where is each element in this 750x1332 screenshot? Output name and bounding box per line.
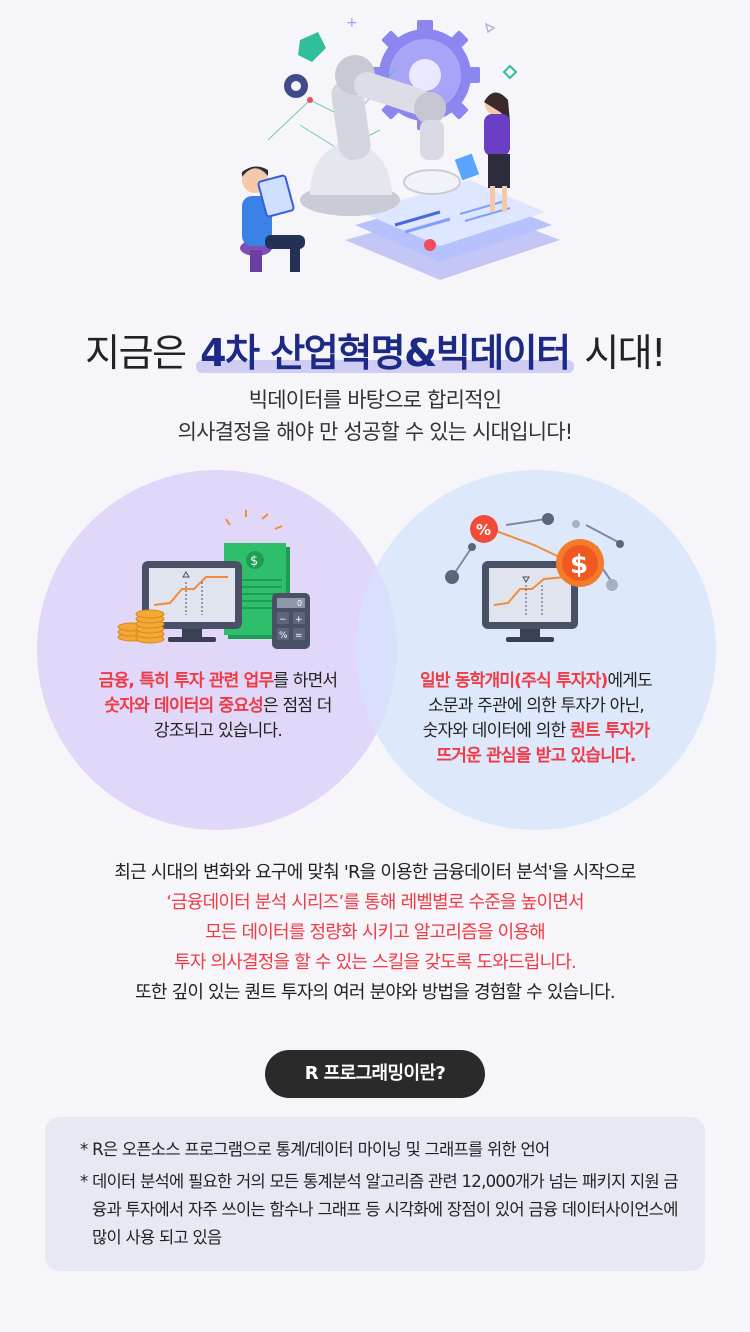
subline-line2: 의사결정을 해야 만 성공할 수 있는 시대입니다! xyxy=(177,420,574,444)
woman-with-document-illustration xyxy=(454,92,510,212)
body-line4: 투자 의사결정을 할 수 있는 스킬을 갖도록 도와드립니다. xyxy=(174,952,577,973)
left-text2: 은 점점 더 xyxy=(263,696,332,716)
svg-text:0: 0 xyxy=(297,599,302,608)
gem-icon xyxy=(298,32,326,62)
svg-text:=: = xyxy=(295,631,303,641)
dollar-coin-icon: $ xyxy=(556,539,604,587)
course-description: 최근 시대의 변화와 요구에 맞춰 'R을 이용한 금융데이터 분석'을 시작으… xyxy=(0,858,750,1008)
r-programming-badge: R 프로그래밍이란? xyxy=(265,1050,485,1098)
hero-illustration: + xyxy=(240,15,560,280)
left-red2: 숫자와 데이터의 중요성 xyxy=(104,696,264,716)
finance-illustration: $ 0 − + % = xyxy=(117,510,310,649)
right-text2: 소문과 주관에 의한 투자가 아닌, xyxy=(428,696,645,716)
dollar-symbol: $ xyxy=(570,550,588,580)
right-circle-bg xyxy=(356,470,716,830)
calculator-icon: 0 − + % = xyxy=(272,593,310,649)
main-headline: 지금은 4차 산업혁명&빅데이터 시대! xyxy=(0,322,750,377)
left-circle-text: 금융, 특히 투자 관련 업무를 하면서 숫자와 데이터의 중요성은 점점 더 … xyxy=(60,669,376,744)
man-with-tablet-illustration xyxy=(240,166,305,272)
info-item-1: * R은 오픈소스 프로그램으로 통계/데이터 마이닝 및 그래프를 위한 언어 xyxy=(80,1140,550,1159)
right-red3: 뜨거운 관심을 받고 있습니다. xyxy=(436,746,636,766)
right-text3: 숫자와 데이터에 의한 xyxy=(422,721,571,741)
right-circle-text: 일반 동학개미(주식 투자자)에게도 소문과 주관에 의한 투자가 아닌, 숫자… xyxy=(378,669,694,769)
subline-line1: 빅데이터를 바탕으로 합리적인 xyxy=(248,388,502,412)
robot-arm-illustration xyxy=(300,55,461,216)
info-box: * R은 오픈소스 프로그램으로 통계/데이터 마이닝 및 그래프를 위한 언어… xyxy=(45,1117,705,1271)
quant-illustration: % $ xyxy=(445,513,624,642)
body-line3: 모든 데이터를 정량화 시키고 알고리즘을 이용해 xyxy=(205,922,546,943)
svg-text:%: % xyxy=(279,631,288,641)
svg-text:+: + xyxy=(346,15,358,31)
body-line5: 또한 깊이 있는 퀀트 투자의 여러 분야와 방법을 경험할 수 있습니다. xyxy=(135,982,615,1003)
right-red2: 퀀트 투자가 xyxy=(570,721,650,741)
svg-text:+: + xyxy=(295,615,303,625)
monitor-chart-icon xyxy=(482,561,578,642)
headline-highlight: 4차 산업혁명&빅데이터 xyxy=(196,322,575,377)
percent-icon: % xyxy=(470,515,498,543)
sub-headline: 빅데이터를 바탕으로 합리적인 의사결정을 해야 만 성공할 수 있는 시대입니… xyxy=(0,384,750,448)
body-line2: ‘금융데이터 분석 시리즈’를 통해 레벨별로 수준을 높이면서 xyxy=(166,892,584,913)
svg-text:$: $ xyxy=(250,554,258,569)
headline-prefix: 지금은 xyxy=(85,331,187,375)
headline-suffix: 시대! xyxy=(584,331,666,375)
small-gear-icon xyxy=(284,74,308,98)
left-text1: 를 하면서 xyxy=(273,671,338,691)
left-circle-bg xyxy=(37,470,397,830)
left-red1: 금융, 특히 투자 관련 업무 xyxy=(98,671,274,691)
left-text3: 강조되고 있습니다. xyxy=(154,721,283,741)
coin-stack-icon xyxy=(117,609,165,644)
right-red1: 일반 동학개미(주식 투자자) xyxy=(420,671,608,691)
right-text1: 에게도 xyxy=(607,671,652,691)
svg-text:−: − xyxy=(279,615,287,625)
percent-symbol: % xyxy=(476,521,491,539)
sparkle-icon xyxy=(225,510,283,530)
info-item-2: * 데이터 분석에 필요한 거의 모든 통계분석 알고리즘 관련 12,000개… xyxy=(80,1172,679,1247)
body-line1: 최근 시대의 변화와 요구에 맞춰 'R을 이용한 금융데이터 분석'을 시작으… xyxy=(114,862,636,883)
